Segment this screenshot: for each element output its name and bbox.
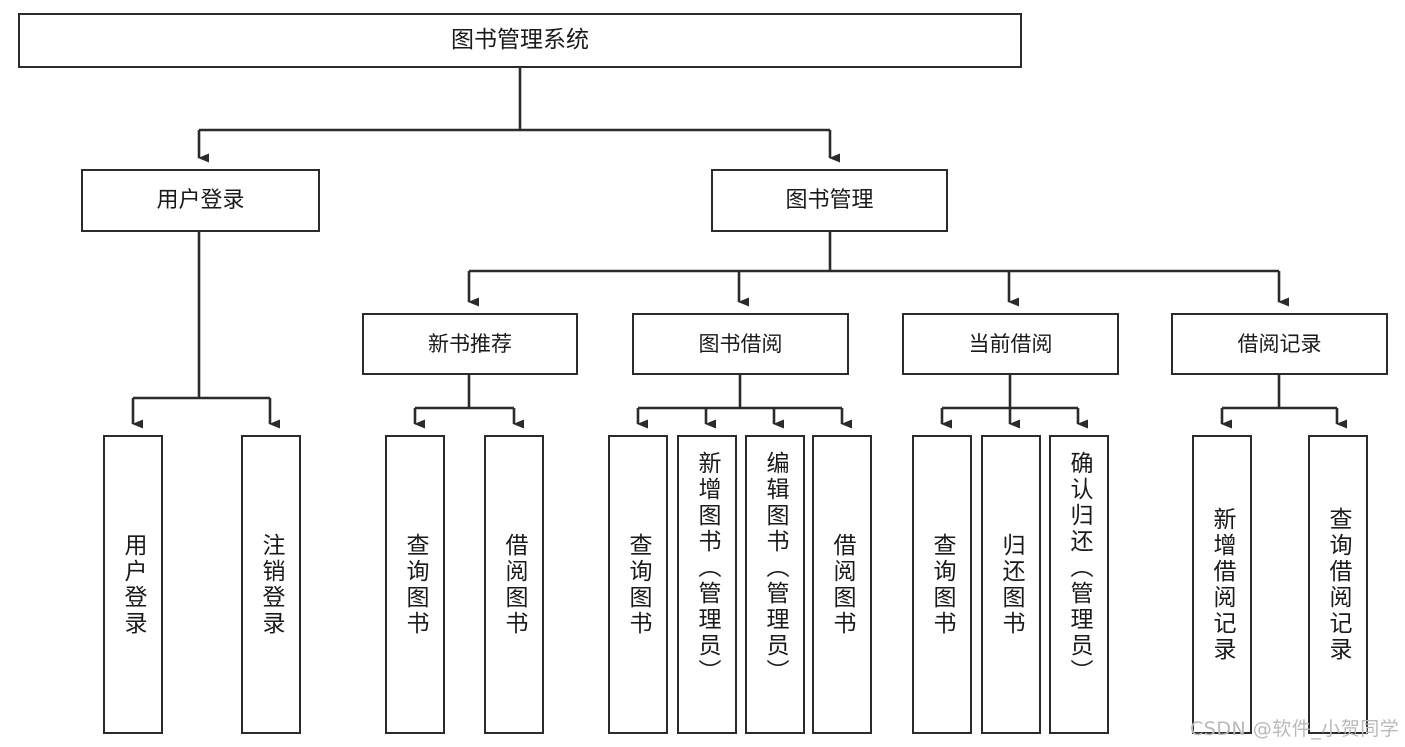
- node-label: 图书管理: [785, 187, 874, 213]
- leaf-return-book[interactable]: 归还图书: [981, 435, 1041, 734]
- node-book-management[interactable]: 图书管理: [711, 169, 948, 232]
- leaf-label: 查询图书: [402, 532, 428, 637]
- leaf-edit-book-admin[interactable]: 编辑图书（管理员）: [745, 435, 805, 734]
- leaf-borrow-book[interactable]: 借阅图书: [812, 435, 872, 734]
- leaf-label: 用户登录: [120, 532, 146, 637]
- csdn-watermark: CSDN @软件_小贺同学: [1190, 718, 1400, 740]
- leaf-label: 查询图书: [929, 532, 955, 637]
- leaf-label: 归还图书: [998, 532, 1024, 637]
- node-label: 用户登录: [156, 187, 245, 213]
- leaf-label: 确认归还（管理员）: [1066, 451, 1092, 685]
- node-new-book-recommend[interactable]: 新书推荐: [362, 313, 578, 375]
- leaf-user-login[interactable]: 用户登录: [103, 435, 163, 734]
- leaf-add-borrow-record[interactable]: 新增借阅记录: [1192, 435, 1252, 734]
- leaf-label: 新增图书（管理员）: [694, 451, 720, 685]
- node-current-borrow[interactable]: 当前借阅: [902, 313, 1119, 375]
- leaf-query-book-borrow[interactable]: 查询图书: [608, 435, 668, 734]
- node-borrow-records[interactable]: 借阅记录: [1171, 313, 1388, 375]
- leaf-label: 编辑图书（管理员）: [762, 451, 788, 685]
- leaf-label: 借阅图书: [829, 532, 855, 637]
- node-root-book-management-system[interactable]: 图书管理系统: [18, 13, 1022, 68]
- leaf-label: 注销登录: [258, 532, 284, 637]
- leaf-label: 借阅图书: [501, 532, 527, 637]
- leaf-label: 查询借阅记录: [1325, 506, 1351, 663]
- node-label: 当前借阅: [968, 331, 1053, 356]
- node-label: 图书管理系统: [451, 26, 589, 53]
- node-book-borrow[interactable]: 图书借阅: [632, 313, 849, 375]
- leaf-confirm-return-admin[interactable]: 确认归还（管理员）: [1049, 435, 1109, 734]
- node-label: 新书推荐: [428, 331, 512, 356]
- node-label: 借阅记录: [1237, 331, 1322, 356]
- leaf-query-book-recommend[interactable]: 查询图书: [385, 435, 445, 734]
- node-label: 图书借阅: [698, 331, 783, 356]
- leaf-user-logout[interactable]: 注销登录: [241, 435, 301, 734]
- leaf-label: 新增借阅记录: [1209, 506, 1235, 663]
- leaf-label: 查询图书: [625, 532, 651, 637]
- leaf-query-borrow-record[interactable]: 查询借阅记录: [1308, 435, 1368, 734]
- leaf-borrow-book-recommend[interactable]: 借阅图书: [484, 435, 544, 734]
- node-user-login[interactable]: 用户登录: [81, 169, 320, 232]
- leaf-add-book-admin[interactable]: 新增图书（管理员）: [677, 435, 737, 734]
- leaf-query-book-current[interactable]: 查询图书: [912, 435, 972, 734]
